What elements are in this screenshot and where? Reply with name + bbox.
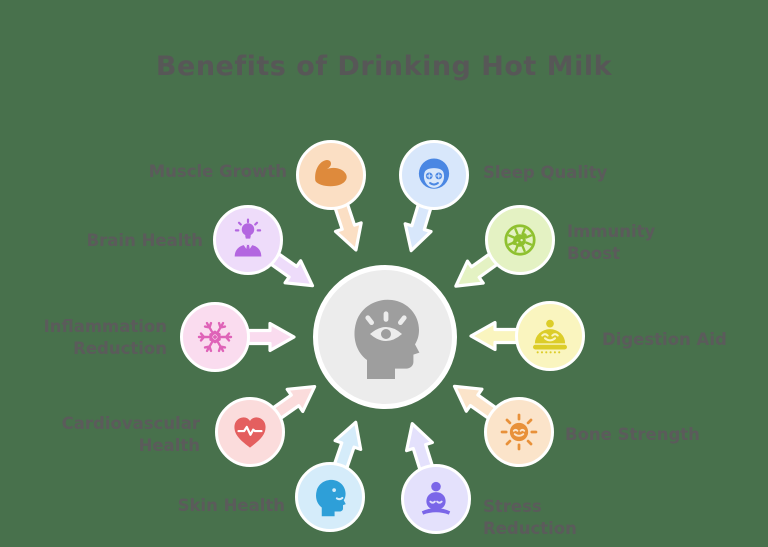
sleep-face-icon [418, 158, 450, 189]
skin-health-circle [295, 462, 365, 532]
page-title: Benefits of Drinking Hot Milk [155, 51, 613, 82]
brain-health-circle [213, 205, 283, 275]
brain-health-label: Brain Health [86, 231, 203, 250]
sun-icon [500, 413, 538, 451]
face-profile-icon [316, 479, 346, 517]
digestion-aid-label: Digestion Aid [602, 330, 727, 349]
heart-pulse-icon [234, 417, 266, 448]
meditation-icon [421, 481, 451, 515]
bone-strength-label: Bone Strength [565, 425, 700, 444]
muscle-icon [315, 160, 347, 187]
immunity-boost-circle [485, 205, 555, 275]
food-cloche-icon [533, 319, 567, 354]
muscle-growth-circle [296, 140, 366, 210]
hot-milk-benefits-center-circle [313, 265, 457, 409]
snowflake-icon [197, 321, 233, 353]
idea-person-icon [234, 218, 262, 257]
inflammation-reduction-circle [180, 302, 250, 372]
stress-reduction-circle [401, 464, 471, 534]
muscle-growth-label: Muscle Growth [148, 162, 287, 181]
digestion-aid-circle [515, 301, 585, 371]
sleep-quality-label: Sleep Quality [483, 163, 608, 182]
virus-icon [504, 224, 536, 256]
sleep-quality-circle [399, 140, 469, 210]
bone-strength-circle [484, 397, 554, 467]
cardiovascular-health-circle [215, 397, 285, 467]
mind-head-icon [354, 299, 420, 379]
skin-health-label: Skin Health [177, 496, 285, 515]
